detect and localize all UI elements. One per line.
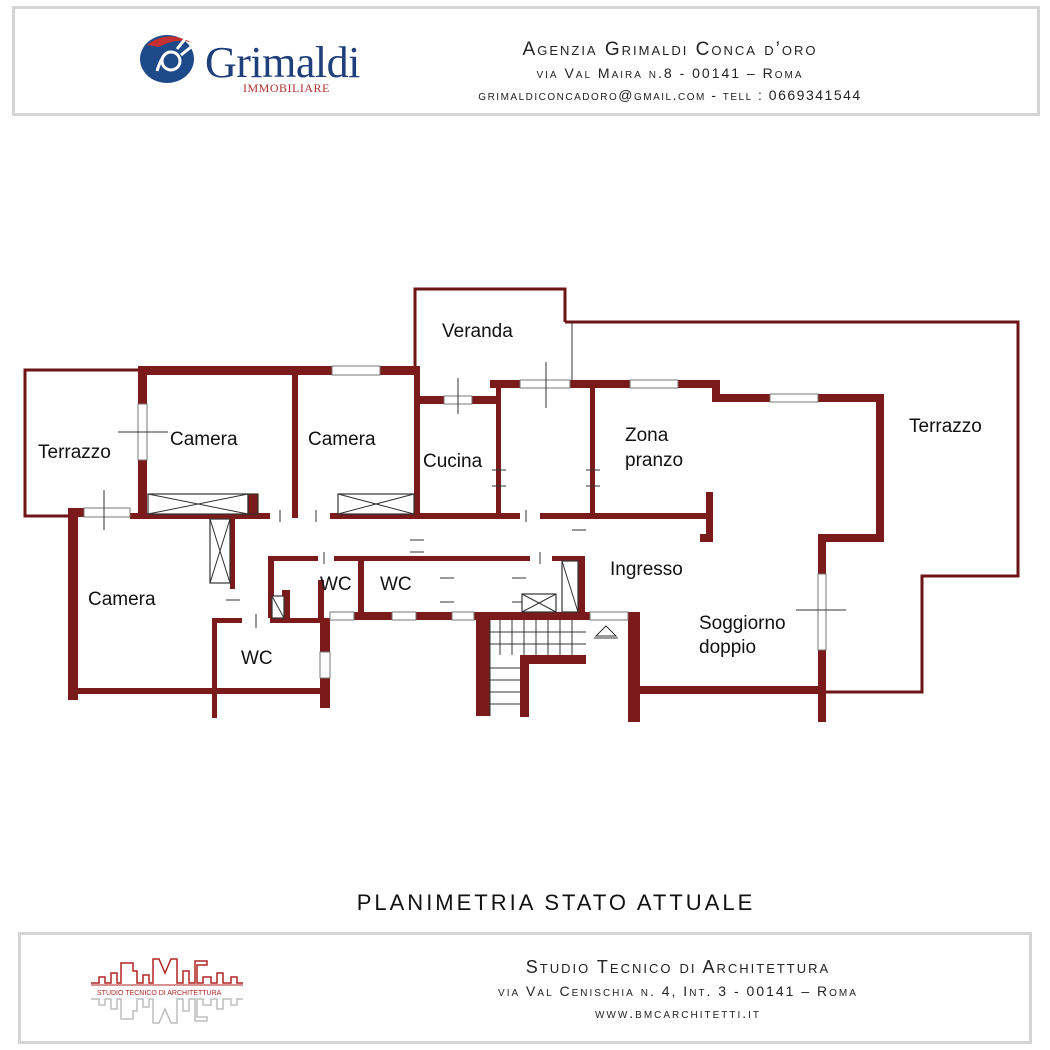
room-label-camera-3: Camera xyxy=(88,589,156,610)
room-label-wc-1: WC xyxy=(320,574,352,595)
veranda-outline xyxy=(413,287,567,370)
closets xyxy=(147,493,579,619)
room-label-terrazzo-right: Terrazzo xyxy=(909,416,982,437)
room-label-pranzo: pranzo xyxy=(625,450,683,471)
bmc-logo-icon: STUDIO TECNICO DI ARCHITETTURA xyxy=(91,958,243,1024)
room-label-ingresso: Ingresso xyxy=(610,559,683,580)
grimaldi-logo-icon xyxy=(140,35,194,83)
bmc-logo-text: STUDIO TECNICO DI ARCHITETTURA xyxy=(97,990,222,997)
room-label-soggiorno: Soggiorno xyxy=(699,613,786,634)
room-label-cucina: Cucina xyxy=(423,451,483,472)
room-label-wc-3: WC xyxy=(241,648,273,669)
studio-name: Studio Tecnico di Architettura xyxy=(525,957,831,977)
agency-header: Grimaldi IMMOBILIARE Agenzia Grimaldi Co… xyxy=(12,6,1040,116)
agency-name: Agenzia Grimaldi Conca d’oro xyxy=(522,39,818,60)
studio-footer: STUDIO TECNICO DI ARCHITETTURA Studio Te… xyxy=(18,932,1032,1044)
room-label-camera-1: Camera xyxy=(170,429,238,450)
room-label-doppio: doppio xyxy=(699,637,756,658)
staircase xyxy=(489,620,586,716)
room-label-camera-2: Camera xyxy=(308,429,376,450)
plan-title: PLANIMETRIA STATO ATTUALE xyxy=(356,890,756,915)
agency-contact: grimaldiconcadoro@gmail.com - tell : 066… xyxy=(478,87,862,103)
logo-subtitle: IMMOBILIARE xyxy=(243,81,330,95)
agency-address: via Val Maira n.8 - 00141 – Roma xyxy=(536,65,804,81)
walls xyxy=(68,366,884,722)
room-label-zona: Zona xyxy=(625,425,669,446)
room-label-wc-2: WC xyxy=(380,574,412,595)
studio-website-link[interactable]: www.bmcarchitetti.it xyxy=(594,1005,762,1021)
logo-name: Grimaldi xyxy=(205,38,360,87)
studio-address: via Val Cenischia n. 4, Int. 3 - 00141 –… xyxy=(498,983,858,999)
right-terrace-outline xyxy=(565,320,1020,694)
left-terrace-outline xyxy=(23,368,138,518)
room-label-terrazzo-left: Terrazzo xyxy=(38,442,111,463)
room-label-veranda: Veranda xyxy=(442,321,513,342)
door-markers xyxy=(103,322,846,628)
entrance-marker-icon xyxy=(594,625,618,637)
